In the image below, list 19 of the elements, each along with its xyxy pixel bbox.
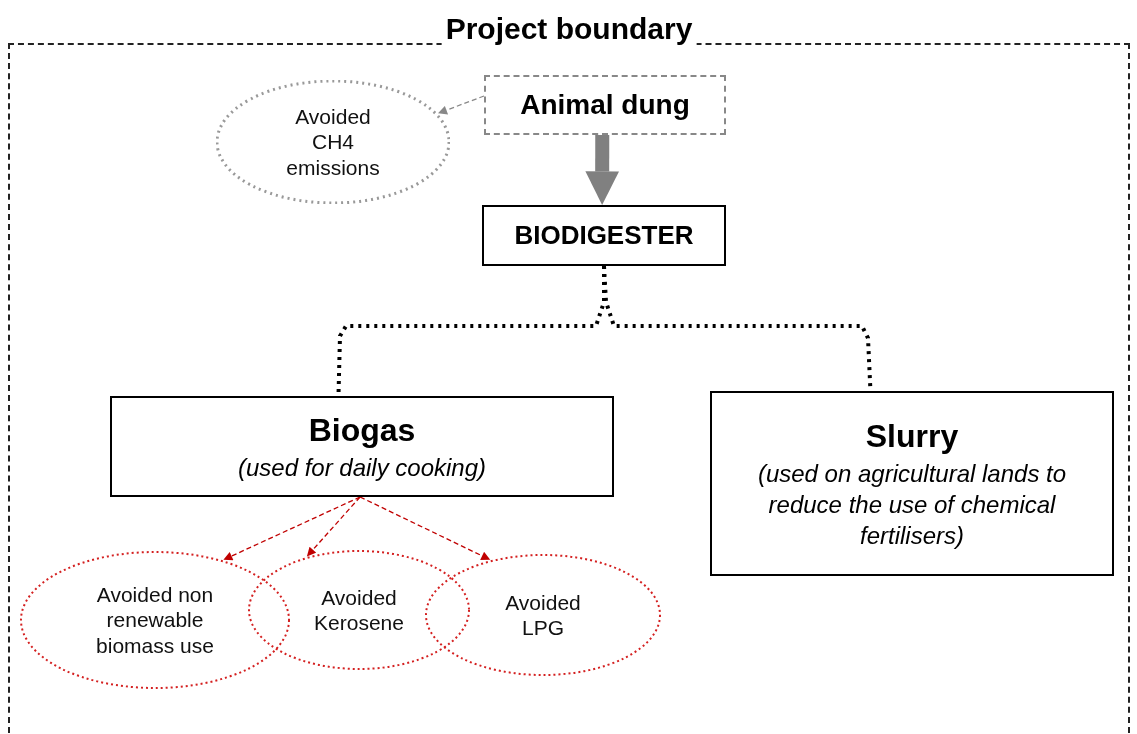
ellipse-label: Avoided non renewable biomass use [95, 582, 215, 658]
arrow [223, 496, 361, 561]
arrow [585, 135, 619, 205]
process-box [482, 205, 726, 266]
box-description: (used on agricultural lands to reduce the use of chemical fertilisers) [756, 458, 1068, 551]
arrow [306, 496, 361, 557]
arrow [438, 95, 485, 115]
process-box [710, 391, 1114, 576]
box-title: Slurry [864, 416, 960, 456]
box-title: Animal dung [519, 87, 691, 122]
arrow [359, 496, 491, 560]
ellipse-label: Avoided Kerosene [313, 584, 405, 636]
box-description: (used for daily cooking) [236, 452, 488, 483]
ellipse-label: Avoided LPG [504, 589, 582, 641]
process-box [484, 75, 726, 135]
box-title: BIODIGESTER [513, 218, 695, 252]
process-box [110, 396, 614, 497]
ellipse-label: Avoided CH4 emissions [285, 104, 381, 180]
box-title: Biogas [307, 411, 417, 451]
